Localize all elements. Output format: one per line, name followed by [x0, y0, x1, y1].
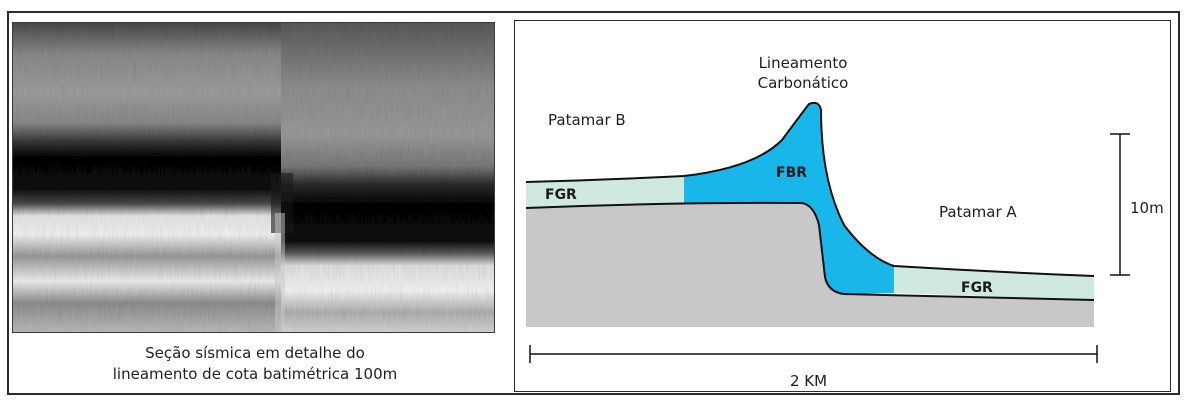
- fgr-left-layer: [526, 176, 684, 208]
- horizontal-scale-bar: [529, 345, 1098, 363]
- vertical-scale-label: 10m: [1130, 199, 1164, 217]
- vertical-scale-bar: [1110, 133, 1130, 276]
- title-line-2: Carbonático: [758, 74, 849, 92]
- basement-area: [526, 202, 1094, 327]
- fgr-right-label: FGR: [961, 280, 993, 296]
- horizontal-scale-label: 2 KM: [790, 372, 827, 390]
- figure-frame: [7, 11, 1180, 395]
- patamar-b-label: Patamar B: [548, 111, 626, 129]
- caption-line-1: Seção sísmica em detalhe do: [145, 344, 365, 362]
- basement-outline: [525, 201, 1095, 301]
- fgr-left-label: FGR: [545, 187, 577, 203]
- fbr-label: FBR: [776, 165, 807, 181]
- schematic-diagram: Lineamento Carbonático Patamar B Patamar…: [525, 54, 1164, 390]
- seafloor-outline: [525, 101, 1095, 277]
- caption-line-2: lineamento de cota batimétrica 100m: [112, 365, 398, 383]
- seismic-caption: Seção sísmica em detalhe do lineamento d…: [20, 343, 490, 385]
- fbr-layer: [684, 102, 894, 294]
- seismic-section-image: [12, 22, 495, 333]
- title-line-1: Lineamento: [759, 54, 848, 72]
- patamar-a-label: Patamar A: [939, 203, 1017, 221]
